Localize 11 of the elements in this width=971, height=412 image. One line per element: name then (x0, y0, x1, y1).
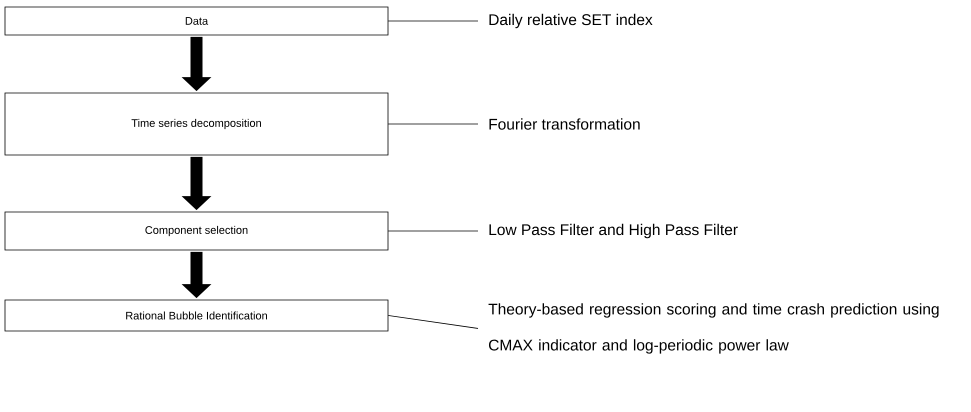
process-box: Data (4, 6, 388, 36)
annotation-text: Fourier transformation (489, 118, 640, 130)
leader-line (388, 230, 478, 232)
annotation-text: Daily relative SET index (489, 14, 653, 28)
process-box: Rational Bubble Identification (4, 300, 388, 332)
leader-line (388, 315, 478, 329)
process-box: Component selection (4, 212, 388, 250)
leader-line (388, 20, 478, 22)
annotation-text: Low Pass Filter and High Pass Filter (489, 224, 738, 238)
process-box: Time series decomposition (4, 92, 388, 156)
annotation-text: Theory-based regression scoring and time crash prediction using CMAX indicator and log-periodic power law (488, 303, 939, 354)
